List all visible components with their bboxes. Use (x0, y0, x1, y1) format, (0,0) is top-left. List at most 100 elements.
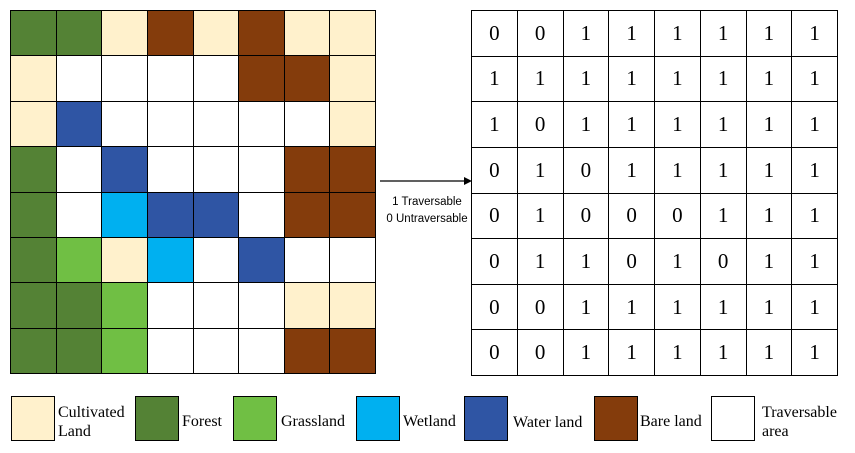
landcover-cell-grassland (102, 283, 148, 329)
landcover-cell-traversable (193, 283, 240, 329)
landcover-cell-traversable (147, 147, 194, 193)
legend-label-cultivated-line2: Land (58, 423, 91, 440)
binary-cell: 0 (472, 147, 518, 194)
binary-cell: 1 (746, 102, 793, 148)
legend-label-wetland: Wetland (403, 413, 456, 430)
binary-cell: 1 (563, 11, 610, 57)
landcover-cell-traversable (102, 101, 148, 148)
binary-cell: 1 (700, 147, 747, 194)
legend-label-traversable-line2: area (762, 423, 789, 440)
landcover-cell-forest (11, 192, 57, 238)
legend-label-traversable: Traversable area (762, 403, 837, 441)
binary-cell: 1 (563, 284, 610, 331)
binary-cell: 1 (609, 102, 655, 148)
landcover-cell-forest (11, 283, 57, 329)
landcover-cell-traversable (284, 237, 331, 284)
binary-cell: 1 (746, 11, 793, 57)
landcover-cell-forest (56, 11, 103, 57)
binary-cell: 0 (700, 239, 747, 285)
landcover-cell-cultivated (330, 101, 376, 148)
landcover-cell-grassland (102, 328, 148, 374)
binary-cell: 1 (517, 239, 564, 285)
legend-label-grassland: Grassland (281, 413, 345, 430)
landcover-cell-cultivated (102, 237, 148, 284)
binary-cell: 0 (517, 11, 564, 57)
landcover-grid (10, 10, 376, 374)
binary-cell: 1 (746, 193, 793, 240)
landcover-cell-cultivated (193, 11, 240, 57)
binary-cell: 1 (517, 193, 564, 240)
landcover-cell-cultivated (102, 11, 148, 57)
landcover-cell-traversable (147, 56, 194, 102)
binary-cell: 1 (792, 56, 838, 103)
landcover-cell-forest (56, 328, 103, 374)
binary-cell: 0 (655, 193, 701, 240)
landcover-cell-water (56, 101, 103, 148)
landcover-cell-traversable (239, 283, 285, 329)
landcover-cell-bare (284, 192, 331, 238)
traversable-code-label: 1 Traversable (392, 196, 462, 208)
landcover-cell-traversable (193, 147, 240, 193)
landcover-cell-bare (239, 56, 285, 102)
landcover-cell-cultivated (284, 11, 331, 57)
binary-cell: 1 (792, 193, 838, 240)
legend-swatch-bare (594, 396, 638, 441)
binary-cell: 1 (792, 284, 838, 331)
landcover-cell-traversable (239, 192, 285, 238)
landcover-cell-traversable (102, 56, 148, 102)
legend-swatch-traversable (711, 396, 755, 441)
landcover-cell-bare (330, 328, 376, 374)
landcover-cell-traversable (239, 328, 285, 374)
binary-cell: 0 (517, 102, 564, 148)
binary-cell: 0 (472, 284, 518, 331)
binary-cell: 0 (517, 330, 564, 376)
binary-cell: 1 (655, 11, 701, 57)
landcover-cell-forest (11, 147, 57, 193)
binary-cell: 1 (792, 239, 838, 285)
binary-cell: 1 (563, 102, 610, 148)
binary-cell: 1 (792, 102, 838, 148)
binary-cell: 0 (609, 239, 655, 285)
landcover-cell-traversable (193, 56, 240, 102)
binary-cell: 0 (472, 330, 518, 376)
binary-cell: 1 (655, 102, 701, 148)
landcover-cell-forest (11, 11, 57, 57)
binary-cell: 1 (700, 284, 747, 331)
landcover-cell-traversable (56, 56, 103, 102)
landcover-cell-traversable (284, 101, 331, 148)
legend-swatch-cultivated (11, 396, 55, 441)
binary-cell: 1 (746, 330, 793, 376)
landcover-cell-cultivated (330, 283, 376, 329)
landcover-cell-cultivated (11, 56, 57, 102)
binary-cell: 1 (655, 239, 701, 285)
landcover-cell-bare (147, 11, 194, 57)
binary-cell: 1 (517, 147, 564, 194)
landcover-cell-forest (56, 283, 103, 329)
landcover-cell-wetland (147, 237, 194, 284)
landcover-cell-cultivated (11, 101, 57, 148)
landcover-cell-traversable (147, 283, 194, 329)
landcover-cell-bare (284, 328, 331, 374)
legend-swatch-forest (135, 396, 179, 441)
landcover-cell-traversable (147, 101, 194, 148)
landcover-cell-traversable (239, 101, 285, 148)
landcover-cell-water (193, 192, 240, 238)
binary-cell: 1 (609, 330, 655, 376)
legend-swatch-grassland (233, 396, 277, 441)
binary-cell: 1 (563, 239, 610, 285)
binary-cell: 1 (700, 11, 747, 57)
binary-cell: 1 (563, 56, 610, 103)
landcover-cell-water (239, 237, 285, 284)
binary-cell: 0 (563, 193, 610, 240)
binary-cell: 1 (700, 102, 747, 148)
legend-label-traversable-line1: Traversable (762, 404, 837, 421)
binary-cell: 0 (472, 193, 518, 240)
binary-cell: 0 (472, 239, 518, 285)
legend-label-forest: Forest (182, 413, 222, 430)
binary-cell: 1 (609, 11, 655, 57)
binary-cell: 1 (746, 56, 793, 103)
landcover-cell-bare (284, 56, 331, 102)
legend-label-water: Water land (513, 414, 583, 431)
binary-cell: 1 (655, 284, 701, 331)
